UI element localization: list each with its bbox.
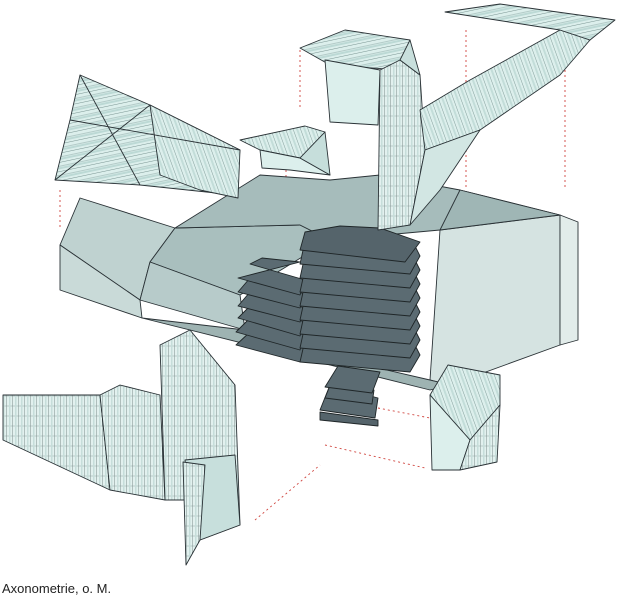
floor-slab-stack	[235, 225, 421, 427]
facade-lower-left	[2, 329, 241, 566]
facade-upper-middle	[239, 125, 331, 176]
facade-tower-cantilever	[299, 3, 616, 231]
facade-upper-left	[54, 74, 241, 199]
facade-right-small	[429, 364, 501, 471]
caption: Axonometrie, o. M.	[2, 581, 112, 596]
